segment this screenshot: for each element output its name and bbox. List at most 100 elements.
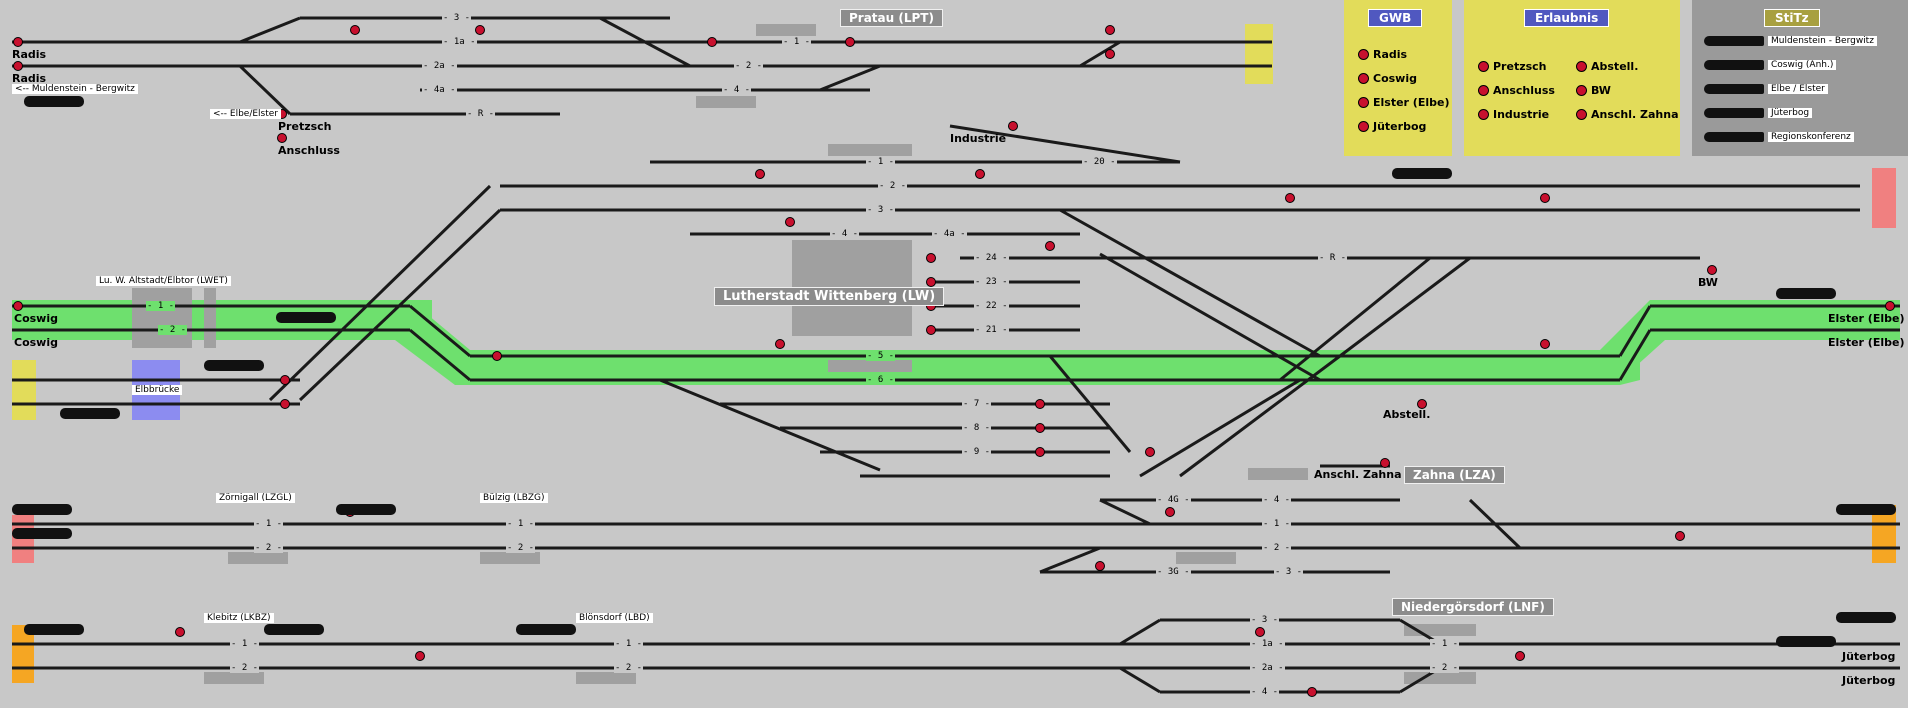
track-bzg-1: - 1 - [506,519,536,529]
track-lw-4a: - 4a - [932,229,967,239]
track-pratau-4: - 4 - [722,85,752,95]
track-lw-22: - 22 - [974,301,1009,311]
track-lw-4: - 4 - [830,229,860,239]
stitz-item-elbe-elster[interactable]: Elbe / Elster [1704,84,1828,94]
erlaubnis-item-bw[interactable]: BW [1576,84,1611,97]
signal-dot-icon [1478,109,1489,120]
track-pratau-1a: - 1a - [442,37,477,47]
track-pratau-r: - R - [466,109,496,119]
signal-box-icon [1704,108,1764,118]
direction-industrie: Industrie [950,132,1007,145]
track-zgl-2: - 2 - [254,543,284,553]
station-title-zahna: Zahna (LZA) [1404,466,1505,484]
track-pratau-4a: - 4a - [422,85,457,95]
stitz-panel: StiTz Muldenstein - Bergwitz Coswig (Anh… [1692,0,1908,156]
track-lnf-2: - 2 - [1430,663,1460,673]
gwb-panel-title: GWB [1368,9,1423,27]
rails [12,16,1900,694]
track-lw-2: - 2 - [878,181,908,191]
track-lnf-3: - 3 - [1250,615,1280,625]
track-lnf-4: - 4 - [1250,687,1280,697]
track-lw-7: - 7 - [962,399,992,409]
track-kbz-2: - 2 - [230,663,260,673]
direction-coswig-2: Coswig [14,336,58,349]
signal-box-icon [1704,132,1764,142]
small-station-lwet: Lu. W. Altstadt/Elbtor (LWET) [96,276,231,286]
track-lw-3: - 3 - [866,205,896,215]
direction-jueterbog-2: Jüterbog [1842,674,1896,687]
direction-radis-2: Radis [12,72,47,85]
signal-dot-icon [1358,97,1369,108]
track-lw-9: - 9 - [962,447,992,457]
direction-elbe-elster: <-- Elbe/Elster [210,109,282,119]
track-lw-r: - R - [1318,253,1348,263]
erlaubnis-panel: Erlaubnis Pretzsch Anschluss Industrie A… [1464,0,1680,156]
direction-elster-elbe-1: Elster (Elbe) [1828,312,1905,325]
erlaubnis-item-anschl-zahna[interactable]: Anschl. Zahna [1576,108,1679,121]
track-lwet-1: - 1 - [146,301,176,311]
track-lza-4: - 4 - [1262,495,1292,505]
gwb-item-coswig[interactable]: Coswig [1358,72,1417,85]
stitz-item-regionskonferenz[interactable]: Regionskonferenz [1704,132,1854,142]
track-lnf-1a: - 1a - [1250,639,1285,649]
signal-boxes [12,96,1896,647]
signal-dot-icon [1576,85,1587,96]
erlaubnis-item-abstell[interactable]: Abstell. [1576,60,1638,73]
track-pratau-3: - 3 - [442,13,472,23]
stitz-item-muldenstein[interactable]: Muldenstein - Bergwitz [1704,36,1877,46]
track-lnf-2a: - 2a - [1250,663,1285,673]
gwb-item-elster[interactable]: Elster (Elbe) [1358,96,1449,109]
erlaubnis-item-anschluss[interactable]: Anschluss [1478,84,1555,97]
signal-dot-icon [1358,121,1369,132]
track-lw-6: - 6 - [866,375,896,385]
small-station-zoernigall: Zörnigall (LZGL) [216,493,295,503]
small-station-elbbruecke: Elbbrücke [132,385,183,395]
stitz-panel-title: StiTz [1764,9,1820,27]
erlaubnis-item-industrie[interactable]: Industrie [1478,108,1549,121]
track-lza-3: - 3 - [1274,567,1304,577]
track-pratau-2a: - 2a - [422,61,457,71]
track-lw-5: - 5 - [866,351,896,361]
station-title-pratau: Pratau (LPT) [840,9,943,27]
gwb-panel: GWB Radis Coswig Elster (Elbe) Jüterbog [1344,0,1452,156]
direction-jueterbog-1: Jüterbog [1842,650,1896,663]
signal-dot-icon [1358,49,1369,60]
signal-dot-icon [1358,73,1369,84]
track-lw-8: - 8 - [962,423,992,433]
track-zgl-1: - 1 - [254,519,284,529]
gwb-item-jueterbog[interactable]: Jüterbog [1358,120,1426,133]
track-pratau-1: - 1 - [782,37,812,47]
track-lza-4g: - 4G - [1156,495,1191,505]
erlaubnis-item-pretzsch[interactable]: Pretzsch [1478,60,1547,73]
direction-muldenstein: <-- Muldenstein - Bergwitz [12,84,138,94]
track-lbd-2: - 2 - [614,663,644,673]
signal-dot-icon [1576,61,1587,72]
direction-anschl-zahna: Anschl. Zahna [1314,468,1402,481]
track-bzg-2: - 2 - [506,543,536,553]
direction-abstell: Abstell. [1383,408,1431,421]
track-lw-21: - 21 - [974,325,1009,335]
track-lbd-1: - 1 - [614,639,644,649]
stitz-item-coswig[interactable]: Coswig (Anh.) [1704,60,1837,70]
track-pratau-2: - 2 - [734,61,764,71]
track-lw-23: - 23 - [974,277,1009,287]
track-lza-1: - 1 - [1262,519,1292,529]
signal-dot-icon [1478,85,1489,96]
signal-box-icon [1704,84,1764,94]
direction-coswig-1: Coswig [14,312,58,325]
stitz-item-jueterbog[interactable]: Jüterbog [1704,108,1813,118]
signal-dot-icon [1478,61,1489,72]
track-lza-2: - 2 - [1262,543,1292,553]
gwb-item-radis[interactable]: Radis [1358,48,1407,61]
track-lnf-1: - 1 - [1430,639,1460,649]
direction-pretzsch: Pretzsch [278,120,332,133]
direction-anschluss: Anschluss [278,144,340,157]
track-lza-3g: - 3G - [1156,567,1191,577]
track-kbz-1: - 1 - [230,639,260,649]
small-station-bloensdorf: Blönsdorf (LBD) [576,613,653,623]
station-title-niedergoersdorf: Niedergörsdorf (LNF) [1392,598,1554,616]
signal-box-icon [1704,60,1764,70]
direction-radis-1: Radis [12,48,47,61]
